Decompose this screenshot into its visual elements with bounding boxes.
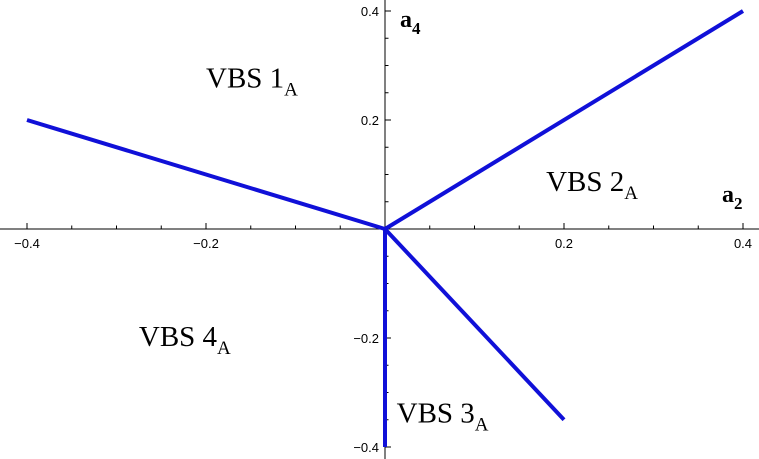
y-tick-label: −0.4: [353, 440, 379, 455]
region-label: VBS 3A: [397, 397, 489, 435]
series-line: [383, 227, 566, 422]
region-labels: VBS 1A VBS 2A VBS 3A VBS 4A: [139, 62, 638, 435]
x-tick-label: −0.2: [193, 236, 219, 251]
tick-labels: −0.4 −0.2 0.2 0.4 −0.4 −0.2 0.2 0.4: [14, 4, 752, 455]
x-axis-label: a2: [722, 182, 743, 213]
y-axis-label: a4: [400, 7, 421, 38]
region-label: VBS 4A: [139, 321, 231, 359]
x-tick-label: 0.2: [555, 236, 573, 251]
series-line: [383, 9, 745, 231]
y-tick-label: 0.4: [361, 4, 379, 19]
y-tick-label: 0.2: [361, 113, 379, 128]
x-tick-label: −0.4: [14, 236, 40, 251]
series-line: [26, 118, 386, 231]
series-lines: [26, 9, 745, 447]
region-label: VBS 2A: [546, 166, 638, 204]
axis-labels: a2 a4: [400, 7, 743, 213]
region-label: VBS 1A: [206, 62, 298, 100]
y-tick-label: −0.2: [353, 331, 379, 346]
x-tick-label: 0.4: [734, 236, 752, 251]
